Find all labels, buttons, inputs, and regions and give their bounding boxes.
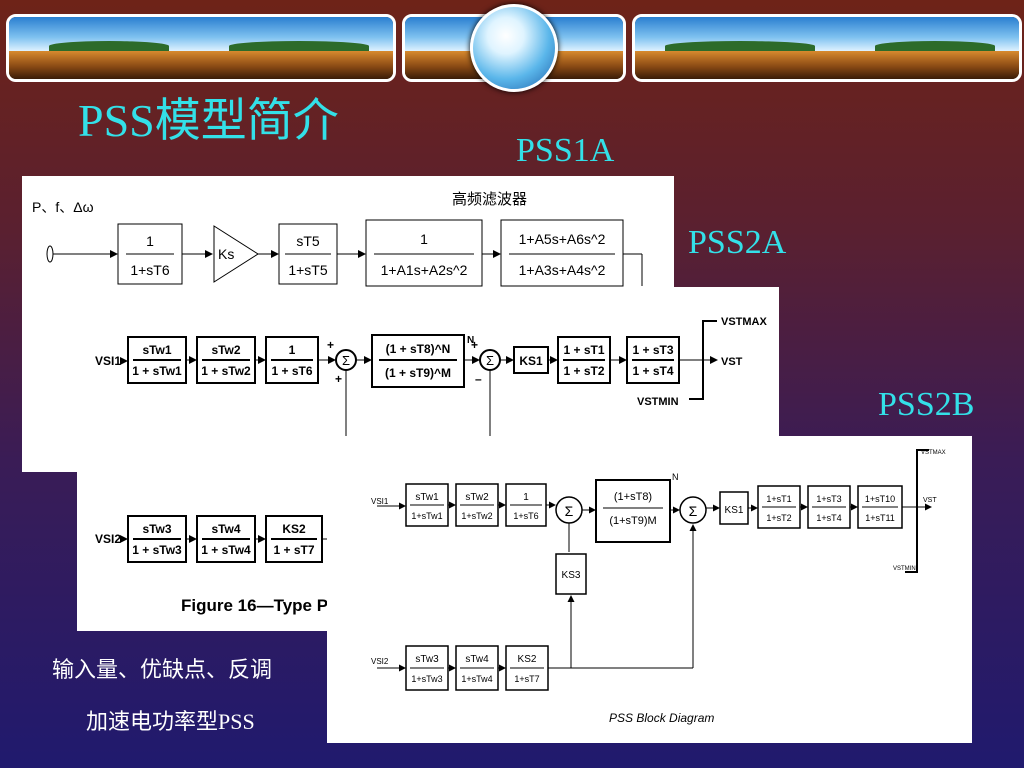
- svg-text:(1 + sT8)^N: (1 + sT8)^N: [386, 342, 451, 356]
- svg-text:(1 + sT9)^M: (1 + sT9)^M: [385, 366, 451, 380]
- svg-text:1 + sT6: 1 + sT6: [271, 364, 312, 378]
- svg-text:sTw3: sTw3: [142, 522, 171, 536]
- svg-text:1 + sT4: 1 + sT4: [632, 364, 673, 378]
- svg-text:Σ: Σ: [565, 503, 574, 519]
- banner-left: [6, 14, 396, 82]
- svg-text:1 + sT7: 1 + sT7: [273, 543, 314, 557]
- svg-text:KS2: KS2: [518, 654, 537, 665]
- pss2a-caption: Figure 16—Type P: [181, 596, 328, 615]
- svg-text:Σ: Σ: [342, 353, 350, 368]
- svg-text:1+sT5: 1+sT5: [288, 262, 328, 278]
- svg-text:1+sT2: 1+sT2: [766, 513, 791, 523]
- svg-text:1+sTw1: 1+sTw1: [411, 511, 442, 521]
- pss2a-svg: VSI1 sTw1 1 + sTw1 sTw2 1 + sTw2 1 1 + s…: [95, 316, 768, 615]
- svg-text:1: 1: [420, 231, 428, 247]
- svg-text:sT5: sT5: [296, 233, 320, 249]
- svg-text:VSTMAX: VSTMAX: [721, 316, 768, 328]
- svg-text:VST: VST: [721, 356, 743, 368]
- svg-text:KS1: KS1: [725, 505, 744, 516]
- pss1a-gain-ks: [213, 225, 259, 283]
- svg-text:1+sT4: 1+sT4: [816, 513, 841, 523]
- pss2b-input-vsi1: VSI1: [371, 497, 389, 506]
- pss2a-input-vsi2: VSI2: [95, 532, 121, 546]
- svg-text:+: +: [327, 338, 334, 352]
- svg-text:1 + sTw1: 1 + sTw1: [132, 364, 182, 378]
- svg-text:(1+sT9)M: (1+sT9)M: [609, 515, 656, 527]
- svg-text:1 + sTw3: 1 + sTw3: [132, 543, 182, 557]
- pss1a-block-filter-1: [365, 219, 483, 287]
- svg-text:1+sT11: 1+sT11: [865, 513, 895, 523]
- pss2b-caption: PSS Block Diagram: [609, 711, 714, 725]
- pss2a-row1-block-ramp: [371, 334, 465, 388]
- svg-text:1 + sT2: 1 + sT2: [563, 364, 604, 378]
- svg-text:+: +: [471, 338, 478, 352]
- pss2b-sum-2: [679, 496, 707, 524]
- svg-text:sTw2: sTw2: [211, 343, 240, 357]
- svg-text:VSTMAX: VSTMAX: [921, 450, 946, 456]
- svg-text:Σ: Σ: [486, 353, 494, 368]
- pss2b-row1-block-ramp: [595, 479, 671, 543]
- svg-text:VSTMIN: VSTMIN: [637, 396, 679, 408]
- pss1a-input-node: [46, 245, 54, 263]
- pss1a-filter-caption: 高频滤波器: [452, 191, 527, 208]
- svg-text:(1+sT8): (1+sT8): [614, 491, 652, 503]
- svg-text:1+sT10: 1+sT10: [865, 494, 895, 504]
- pss1a-block-filter-2: [500, 219, 624, 287]
- svg-text:1+sTw2: 1+sTw2: [461, 511, 492, 521]
- svg-text:VST: VST: [923, 497, 937, 504]
- svg-text:N: N: [467, 335, 474, 346]
- svg-text:1 + sTw4: 1 + sTw4: [201, 543, 251, 557]
- svg-text:sTw2: sTw2: [465, 492, 489, 503]
- svg-text:KS3: KS3: [562, 570, 581, 581]
- svg-text:N: N: [672, 472, 679, 482]
- banner-right: [632, 14, 1022, 82]
- label-pss2a: PSS2A: [688, 224, 787, 261]
- pss2a-input-vsi1: VSI1: [95, 354, 121, 368]
- svg-text:–: –: [475, 372, 482, 386]
- svg-text:1: 1: [523, 492, 529, 503]
- pss2b-gain-ks3: [555, 553, 587, 595]
- label-pss1a: PSS1A: [516, 132, 615, 169]
- svg-text:1+sTw4: 1+sTw4: [461, 674, 492, 684]
- svg-text:KS2: KS2: [282, 522, 306, 536]
- pss1a-svg: P、f、Δω 高频滤波器 1 1+sT6 Ks sT5 1+sT5 1 1+A1…: [32, 191, 643, 287]
- svg-text:Σ: Σ: [689, 503, 698, 519]
- svg-text:1+A1s+A2s^2: 1+A1s+A2s^2: [381, 262, 468, 278]
- svg-text:1+sT6: 1+sT6: [130, 262, 170, 278]
- svg-text:sTw3: sTw3: [415, 654, 439, 665]
- svg-text:sTw1: sTw1: [415, 492, 439, 503]
- pss2b-diagram: VSI1 sTw1 1+sTw1 sTw2 1+sTw2 1 1+sT6 Σ (…: [327, 436, 972, 743]
- svg-text:1+A3s+A4s^2: 1+A3s+A4s^2: [519, 262, 606, 278]
- note-line-1: 输入量、优缺点、反调: [52, 657, 273, 682]
- label-pss2b: PSS2B: [878, 386, 975, 423]
- svg-text:1: 1: [146, 233, 154, 249]
- svg-text:KS1: KS1: [519, 354, 543, 368]
- svg-text:1 + sTw2: 1 + sTw2: [201, 364, 251, 378]
- svg-text:1+sT7: 1+sT7: [514, 674, 539, 684]
- svg-text:sTw1: sTw1: [142, 343, 171, 357]
- svg-text:Ks: Ks: [218, 246, 234, 262]
- svg-text:1: 1: [289, 343, 296, 357]
- pss2b-limiter: [905, 449, 929, 573]
- note-line-2: 加速电功率型PSS: [86, 709, 255, 734]
- svg-text:1+sT6: 1+sT6: [513, 511, 538, 521]
- globe-icon: [470, 4, 558, 92]
- pss2b-svg: VSI1 sTw1 1+sTw1 sTw2 1+sTw2 1 1+sT6 Σ (…: [371, 449, 946, 725]
- pss1a-input-label: P、f、Δω: [32, 199, 94, 215]
- svg-text:+: +: [335, 372, 342, 386]
- svg-text:1 + sT3: 1 + sT3: [632, 343, 673, 357]
- svg-text:1+sT1: 1+sT1: [766, 494, 791, 504]
- svg-text:VSTMIN: VSTMIN: [893, 566, 916, 572]
- svg-text:1 + sT1: 1 + sT1: [563, 343, 604, 357]
- svg-text:1+sT3: 1+sT3: [816, 494, 841, 504]
- pss2a-limiter: [689, 320, 717, 400]
- svg-text:sTw4: sTw4: [465, 654, 489, 665]
- svg-text:1+A5s+A6s^2: 1+A5s+A6s^2: [519, 231, 606, 247]
- svg-text:sTw4: sTw4: [211, 522, 240, 536]
- slide-title: PSS模型简介: [78, 95, 339, 146]
- svg-text:1+sTw3: 1+sTw3: [411, 674, 442, 684]
- pss2b-input-vsi2: VSI2: [371, 657, 389, 666]
